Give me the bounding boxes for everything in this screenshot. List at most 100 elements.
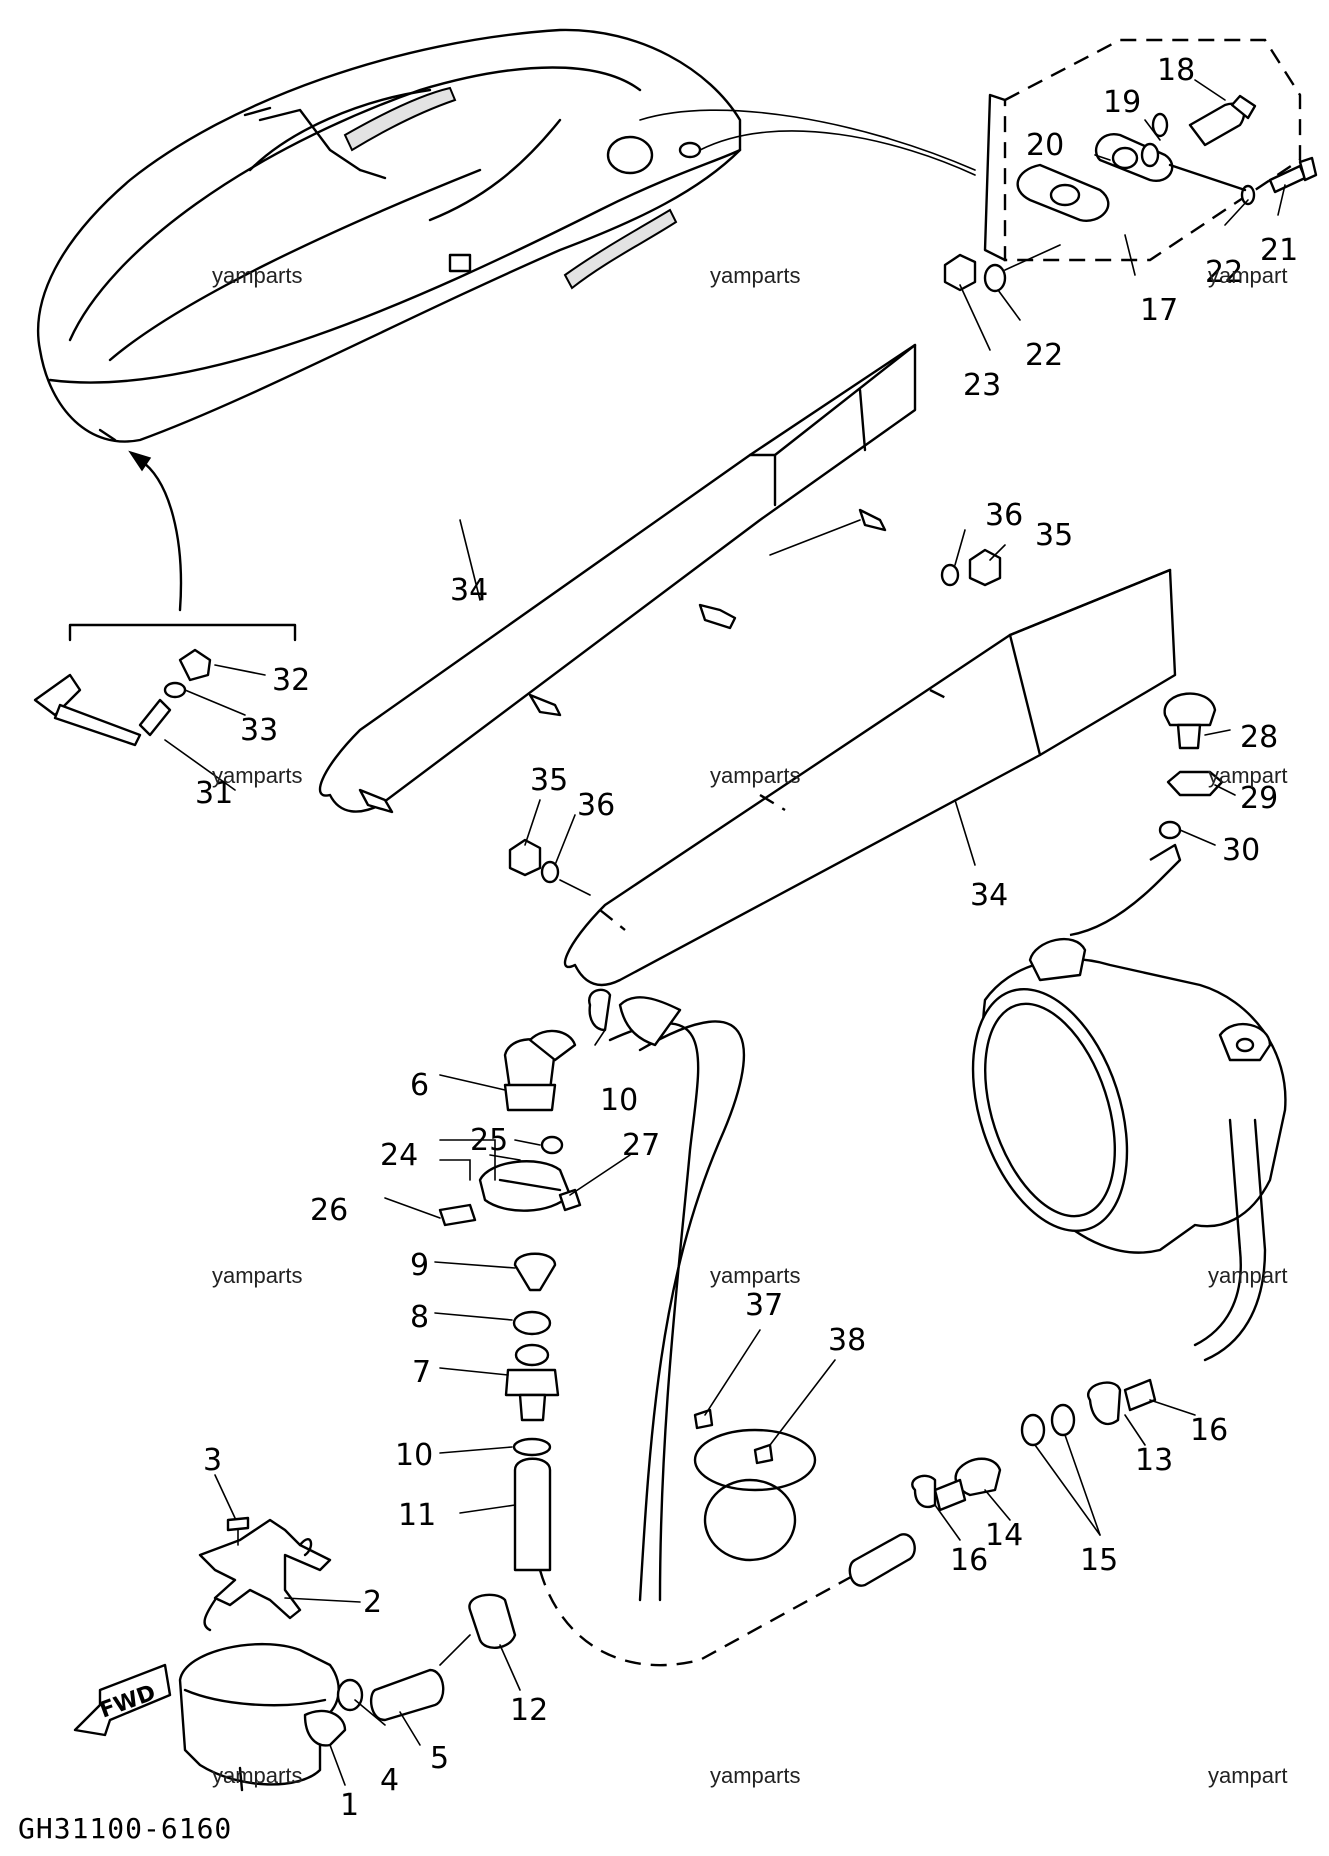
part-36-washer-b [540, 860, 560, 884]
callout-35a: 35 [1035, 518, 1073, 553]
callout-14: 14 [985, 1518, 1023, 1553]
hose-nozzle-inner [1203, 1118, 1267, 1362]
callout-23: 23 [963, 368, 1001, 403]
callout-12: 12 [510, 1693, 548, 1728]
watermark: yamparts [212, 263, 302, 288]
watermark: yamparts [710, 1763, 800, 1788]
callout-3: 3 [203, 1443, 222, 1478]
callout-5: 5 [430, 1741, 449, 1776]
callout-1: 1 [340, 1788, 359, 1823]
leader-lines [164, 79, 1286, 1786]
part-4-clamp [336, 1678, 364, 1712]
part-5-hose [369, 1668, 445, 1722]
callout-10b: 10 [395, 1438, 433, 1473]
callout-22b: 22 [1025, 338, 1063, 373]
hose-main-right [608, 1022, 700, 1602]
part-22-washer [983, 263, 1007, 293]
part-23-nut [943, 253, 977, 292]
callout-29: 29 [1240, 781, 1278, 816]
callout-31: 31 [195, 776, 233, 811]
watermark: yamparts [710, 263, 800, 288]
part-9-cone [513, 1252, 557, 1292]
callout-16b: 16 [950, 1543, 988, 1578]
callout-33: 33 [240, 713, 278, 748]
fwd-arrow: FWD [73, 1663, 172, 1737]
callout-8: 8 [410, 1300, 429, 1335]
strap-37-38 [693, 1408, 817, 1562]
callout-21: 21 [1260, 233, 1298, 268]
callout-6: 6 [410, 1068, 429, 1103]
callout-2: 2 [363, 1585, 382, 1620]
callout-38: 38 [828, 1323, 866, 1358]
callout-35b: 35 [530, 763, 568, 798]
callout-36b: 36 [577, 788, 615, 823]
part-12-coupler [468, 1593, 517, 1649]
arrow-head [128, 450, 152, 472]
part-10-clamp-lower [512, 1437, 552, 1457]
callout-34a: 34 [450, 573, 488, 608]
callout-26: 26 [310, 1193, 348, 1228]
callout-27: 27 [622, 1128, 660, 1163]
watermark: yamparts [710, 1263, 800, 1288]
callout-34b: 34 [970, 878, 1008, 913]
watermark: yamparts [710, 763, 800, 788]
valve-group [438, 1029, 582, 1227]
callout-19: 19 [1103, 85, 1141, 120]
callout-numbers: 18 19 20 21 22 17 22 23 36 35 34 32 33 3… [195, 53, 1298, 1823]
callout-28: 28 [1240, 720, 1278, 755]
part-31-32-33 [33, 648, 212, 747]
watermark: yamparts [212, 1763, 302, 1788]
group-bracket-31 [68, 623, 297, 642]
watermark: yamparts [212, 763, 302, 788]
watermarks: yamparts yamparts yampart yamparts yampa… [212, 263, 1287, 1788]
part-3-screw [226, 1516, 250, 1532]
callout-36a: 36 [985, 498, 1023, 533]
drain-cap-group [1069, 692, 1224, 937]
callout-15: 15 [1080, 1543, 1118, 1578]
callout-17: 17 [1140, 293, 1178, 328]
watercraft-hull [36, 28, 976, 443]
watermark: yampart [1208, 1263, 1287, 1288]
callout-25: 25 [470, 1123, 508, 1158]
callout-4: 4 [380, 1763, 399, 1798]
callout-37: 37 [745, 1288, 783, 1323]
part-35-nut-b [508, 838, 542, 877]
hose-11-long [538, 1548, 901, 1667]
part-7-fitting [504, 1343, 560, 1422]
watermark: yamparts [212, 1263, 302, 1288]
reference-arrow [138, 458, 183, 612]
part-2-bracket [198, 1518, 332, 1632]
callout-20: 20 [1026, 128, 1064, 163]
watermark: yampart [1208, 763, 1287, 788]
part-35-nut-a [968, 548, 1002, 587]
callout-24: 24 [380, 1138, 418, 1173]
part-1-filter-box [178, 1643, 347, 1792]
jet-nozzle [971, 937, 1287, 1254]
watermark: yampart [1208, 263, 1287, 288]
callout-18: 18 [1157, 53, 1195, 88]
callout-11: 11 [398, 1498, 436, 1533]
watermark: yampart [1208, 1763, 1287, 1788]
part-10-clamp-upper [588, 988, 612, 1032]
callout-10a: 10 [600, 1083, 638, 1118]
part-11-hose [513, 1457, 552, 1572]
callout-7: 7 [412, 1355, 431, 1390]
sponson-upper [318, 343, 917, 814]
hose-nozzle-outer [1193, 1118, 1242, 1347]
part-36-washer-a [940, 563, 960, 587]
part-8-oring [512, 1310, 552, 1336]
callout-30: 30 [1222, 833, 1260, 868]
callout-13: 13 [1135, 1443, 1173, 1478]
part-10-hose-end-upper [618, 996, 682, 1047]
detail-box-17 [983, 38, 1318, 262]
callout-32: 32 [272, 663, 310, 698]
callout-16a: 16 [1190, 1413, 1228, 1448]
hose-lower-right [848, 1533, 916, 1587]
right-fittings [911, 1378, 1157, 1512]
callout-9: 9 [410, 1248, 429, 1283]
diagram-code: GH31100-6160 [18, 1812, 232, 1845]
hose-main-left [638, 1020, 746, 1602]
sponson-lower [563, 568, 1177, 987]
callout-22a: 22 [1205, 255, 1243, 290]
